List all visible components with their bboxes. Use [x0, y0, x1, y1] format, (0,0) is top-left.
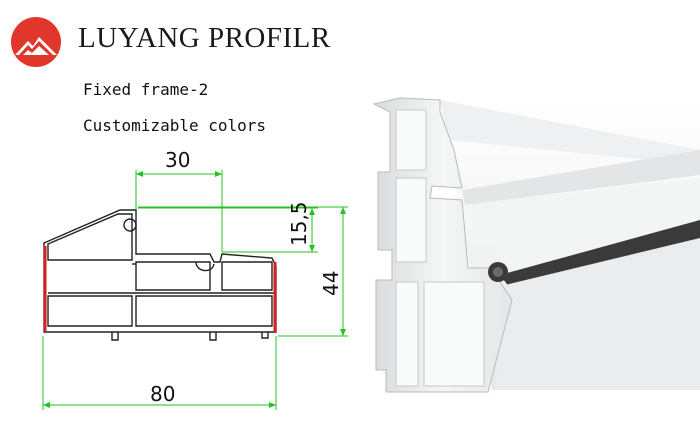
feature-text: Customizable colors [83, 116, 267, 135]
gasket-marks [43, 246, 277, 332]
luyang-logo-icon [11, 17, 61, 67]
profile-outline [43, 209, 277, 341]
dim-step-height: 15,5 [287, 201, 311, 246]
dimension-lines [42, 170, 348, 410]
dim-top-width: 30 [165, 148, 190, 172]
dimension-arrows [43, 171, 346, 408]
dim-total-height: 44 [319, 271, 343, 296]
cross-section-drawing: 30 15,5 44 80 [42, 148, 348, 410]
dim-total-width: 80 [150, 382, 175, 406]
product-name: Fixed frame-2 [83, 80, 209, 99]
profile-photo [372, 97, 700, 393]
gasket-strip [500, 220, 700, 288]
brand-name: LUYANG PROFILR [78, 22, 331, 54]
